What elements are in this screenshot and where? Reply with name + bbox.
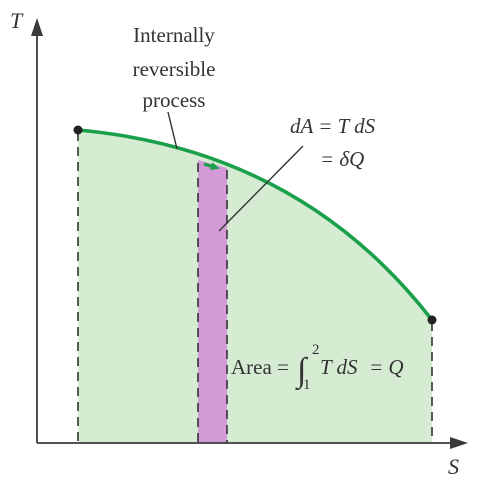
strip-label-line-1: dA = T dS <box>290 114 376 138</box>
area-under-curve <box>78 130 432 443</box>
strip-leader-line <box>218 145 304 232</box>
strip-label-line-2: = δQ <box>320 147 364 171</box>
process-label-line-2: reversible <box>133 57 216 81</box>
x-axis-label: S <box>448 454 459 479</box>
process-label-line-1: Internally <box>133 23 215 47</box>
x-axis-arrow-icon <box>450 437 468 449</box>
differential-strip <box>198 160 227 443</box>
integral-upper-limit: 2 <box>312 342 320 358</box>
process-direction-arrow-icon <box>203 162 220 170</box>
process-label-line-3: process <box>143 88 206 112</box>
y-axis-arrow-icon <box>31 18 43 36</box>
process-leader-line <box>167 111 178 150</box>
integrand: T dS <box>320 355 358 379</box>
area-label-prefix: Area = <box>231 355 289 379</box>
process-curve <box>76 128 434 322</box>
integral-lower-limit: 1 <box>303 377 311 393</box>
area-label-suffix: = Q <box>369 355 404 379</box>
state-point-2 <box>427 315 437 325</box>
integral-sign-icon: ∫ <box>295 352 309 391</box>
y-axis-label: T <box>10 8 24 33</box>
state-point-1 <box>73 125 83 135</box>
